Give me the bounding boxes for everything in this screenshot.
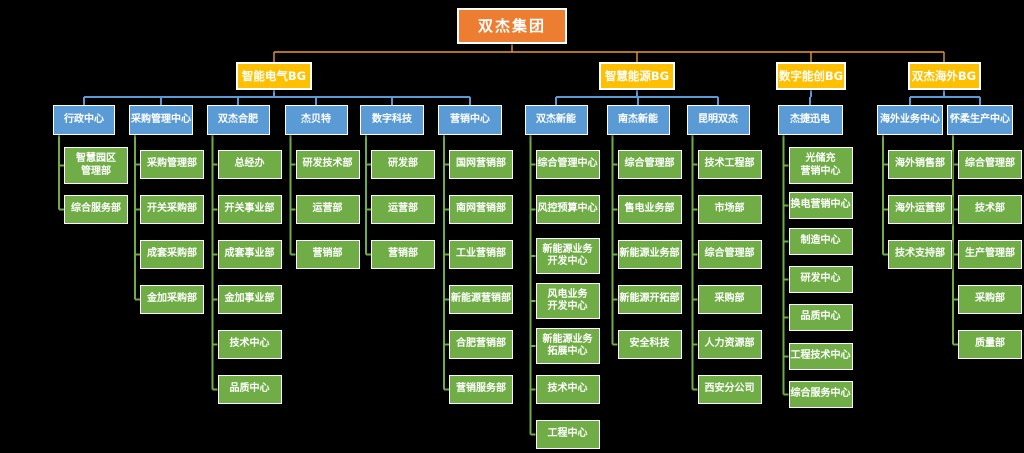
node-label-line: 光储充 <box>805 153 836 164</box>
org-node-dept: 新能源营销部 <box>449 285 513 314</box>
org-node-dept: 生产管理部 <box>958 240 1022 269</box>
node-label-line: 智慧园区 <box>76 153 116 164</box>
org-node-dept: 市场部 <box>697 195 762 224</box>
org-node-bg: 数字能创BG <box>776 62 846 90</box>
org-node-dept: 开关事业部 <box>217 195 282 224</box>
node-label-line: 开发中心 <box>547 301 588 312</box>
org-node-center: 昆明双杰 <box>686 105 750 135</box>
org-node-dept: 风电业务开发中心 <box>535 283 600 319</box>
org-node-dept: 技术工程部 <box>697 150 762 179</box>
org-node-dept: 综合管理中心 <box>535 150 600 179</box>
org-node-dept: 国网营销部 <box>449 150 513 179</box>
org-node-dept: 工程技术中心 <box>788 343 853 370</box>
org-node-dept: 综合管理部 <box>617 150 682 179</box>
org-node-dept: 研发技术部 <box>295 150 360 179</box>
org-node-dept: 新能源业务拓展中心 <box>535 328 600 364</box>
org-node-dept: 金加事业部 <box>217 285 282 314</box>
org-node-dept: 合肥营销部 <box>449 330 513 359</box>
org-node-dept: 总经办 <box>217 150 282 179</box>
org-node-center: 怀柔生产中心 <box>947 105 1013 135</box>
org-node-center: 双杰合肥 <box>206 105 270 135</box>
org-node-dept: 采购管理部 <box>140 150 204 179</box>
org-node-dept: 综合服务中心 <box>788 381 853 408</box>
org-node-dept: 光储充营销中心 <box>788 147 853 184</box>
org-node-dept: 成套事业部 <box>217 240 282 269</box>
node-label-line: 管理部 <box>81 165 111 177</box>
org-node-dept: 海外运营部 <box>888 195 952 224</box>
org-node-dept: 综合管理部 <box>958 150 1022 179</box>
org-node-center: 南杰新能 <box>606 105 670 135</box>
org-node-root: 双杰集团 <box>457 8 567 44</box>
org-node-bg: 双杰海外BG <box>907 62 981 90</box>
org-node-dept: 工业营销部 <box>449 240 513 269</box>
org-node-dept: 风控预算中心 <box>535 195 600 224</box>
org-node-center: 采购管理中心 <box>129 105 193 135</box>
org-node-dept: 开关采购部 <box>140 195 204 224</box>
org-node-dept: 金加采购部 <box>140 285 204 314</box>
org-node-dept: 研发中心 <box>788 266 853 293</box>
org-node-dept: 海外销售部 <box>888 150 952 179</box>
org-node-center: 杰贝特 <box>284 105 348 135</box>
org-node-dept: 质量部 <box>958 330 1022 359</box>
org-node-center: 行政中心 <box>53 105 115 135</box>
node-label-line: 营销中心 <box>800 165 841 177</box>
org-node-dept: 成套采购部 <box>140 240 204 269</box>
org-node-dept: 综合管理部 <box>697 240 762 269</box>
org-node-dept: 研发部 <box>371 150 435 179</box>
org-node-dept: 采购部 <box>958 285 1022 314</box>
org-node-dept: 制造中心 <box>788 228 853 255</box>
org-node-dept: 技术中心 <box>217 330 282 359</box>
org-node-dept: 运营部 <box>295 195 360 224</box>
org-node-dept: 新能源业务开发中心 <box>535 238 600 274</box>
org-node-dept: 营销部 <box>295 240 360 269</box>
org-node-dept: 南网营销部 <box>449 195 513 224</box>
node-label-line: 新能源业务 <box>542 333 593 345</box>
org-node-dept: 售电业务部 <box>617 195 682 224</box>
org-node-dept: 新能源开拓部 <box>617 285 682 314</box>
org-node-dept: 西安分公司 <box>697 375 762 404</box>
org-node-dept: 运营部 <box>371 195 435 224</box>
org-node-dept: 技术中心 <box>535 375 600 404</box>
org-node-center: 营销中心 <box>438 105 502 135</box>
org-node-dept: 安全科技 <box>617 330 682 359</box>
org-node-bg: 智慧能源BG <box>599 62 675 90</box>
org-node-dept: 品质中心 <box>788 304 853 331</box>
org-node-dept: 新能源业务部 <box>617 240 682 269</box>
org-node-dept: 技术部 <box>958 195 1022 224</box>
node-label-line: 拓展中心 <box>547 346 588 357</box>
org-node-center: 海外业务中心 <box>877 105 943 135</box>
org-node-dept: 技术支持部 <box>888 240 952 269</box>
org-node-center: 数字科技 <box>360 105 424 135</box>
org-node-dept: 营销部 <box>371 240 435 269</box>
org-node-dept: 采购部 <box>697 285 762 314</box>
org-node-dept: 智慧园区管理部 <box>64 147 128 184</box>
org-node-dept: 换电营销中心 <box>788 192 853 219</box>
org-node-bg: 智能电气BG <box>236 62 312 90</box>
org-node-dept: 品质中心 <box>217 375 282 404</box>
org-node-dept: 综合服务部 <box>64 195 128 224</box>
org-node-dept: 营销服务部 <box>449 375 513 404</box>
node-label-line: 开发中心 <box>547 256 588 267</box>
node-label-line: 风电业务 <box>547 288 588 300</box>
org-node-center: 杰捷迅电 <box>777 105 843 135</box>
org-node-center: 双杰新能 <box>524 105 588 135</box>
org-node-dept: 人力资源部 <box>697 330 762 359</box>
org-node-dept: 工程中心 <box>535 420 600 449</box>
node-label-line: 新能源业务 <box>542 243 593 255</box>
